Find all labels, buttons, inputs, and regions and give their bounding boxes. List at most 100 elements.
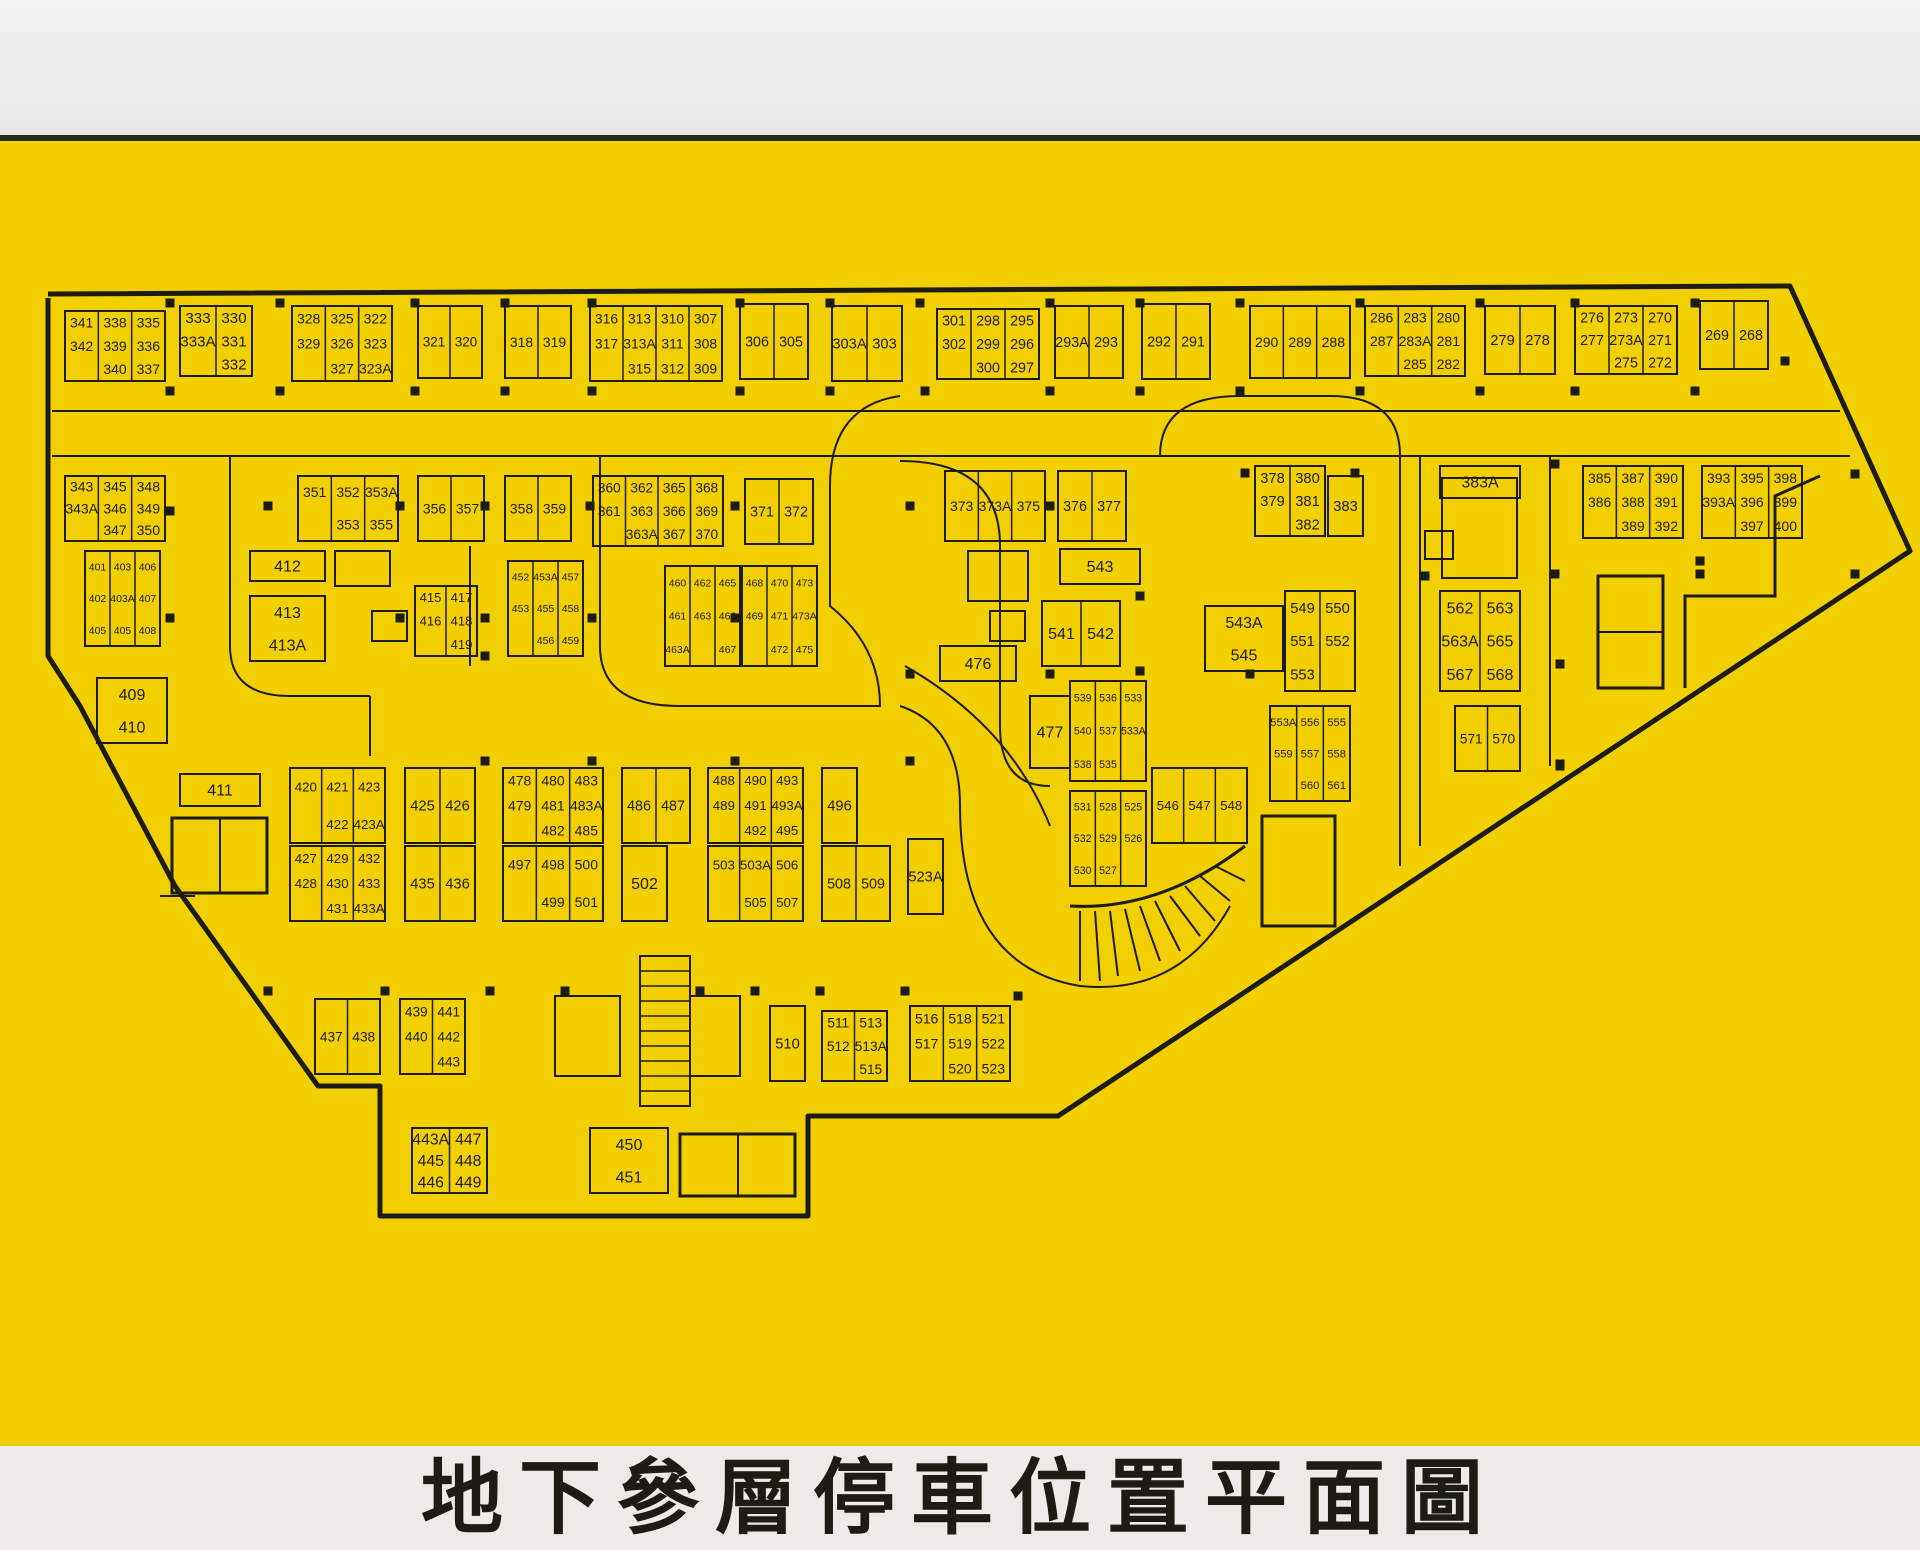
stall-number: 520 bbox=[948, 1060, 972, 1076]
stall-number: 491 bbox=[744, 798, 766, 813]
column-marker bbox=[480, 756, 490, 766]
stall-number: 471 bbox=[771, 611, 789, 623]
column-marker bbox=[560, 986, 570, 996]
column-marker bbox=[1695, 556, 1705, 566]
stall-number: 437 bbox=[320, 1029, 343, 1044]
stall-number: 297 bbox=[1010, 360, 1034, 376]
wall-background bbox=[0, 0, 1920, 150]
stall-number: 553A bbox=[1270, 717, 1297, 729]
stall-number: 392 bbox=[1655, 518, 1679, 534]
stall-number: 543 bbox=[1087, 559, 1114, 576]
stall-number: 505 bbox=[744, 895, 766, 910]
stall-block bbox=[84, 550, 161, 647]
stall-number: 451 bbox=[616, 1169, 643, 1186]
stall-block bbox=[1364, 305, 1466, 377]
stall-block bbox=[297, 475, 399, 542]
stall-number: 360 bbox=[598, 480, 621, 495]
stall-number: 350 bbox=[137, 522, 161, 538]
column-marker bbox=[1045, 501, 1055, 511]
stall-number: 387 bbox=[1621, 470, 1645, 486]
stall-number: 343 bbox=[70, 479, 94, 495]
stall-number: 492 bbox=[744, 823, 766, 838]
stall-number: 341 bbox=[70, 315, 94, 331]
column-marker bbox=[1355, 386, 1365, 396]
stall-number: 340 bbox=[103, 361, 127, 377]
stall-number: 525 bbox=[1124, 802, 1142, 814]
stall-number: 282 bbox=[1437, 356, 1461, 372]
stall-number: 303A bbox=[832, 337, 867, 353]
stall-block bbox=[96, 677, 168, 744]
column-marker bbox=[905, 756, 915, 766]
stall-number: 348 bbox=[137, 479, 161, 495]
stall-number: 478 bbox=[508, 772, 532, 788]
stall-number: 568 bbox=[1487, 667, 1514, 684]
stall-number: 417 bbox=[451, 590, 473, 605]
stall-number: 332 bbox=[221, 357, 246, 374]
stall-number: 385 bbox=[1588, 470, 1612, 486]
stall-number: 279 bbox=[1490, 333, 1515, 349]
stall-number: 517 bbox=[915, 1035, 939, 1051]
stall-number: 290 bbox=[1255, 334, 1279, 350]
stall-block bbox=[502, 767, 604, 844]
stall-number: 370 bbox=[695, 527, 718, 542]
building-outline bbox=[45, 283, 1913, 1219]
column-marker bbox=[750, 986, 760, 996]
stall-number: 551 bbox=[1290, 634, 1315, 650]
stall-number: 306 bbox=[745, 334, 769, 350]
stall-number: 503 bbox=[713, 857, 735, 872]
stall-number: 472 bbox=[771, 644, 789, 656]
stall-number: 563 bbox=[1487, 600, 1514, 617]
stall-number: 373 bbox=[950, 498, 974, 514]
stall-number: 277 bbox=[1580, 333, 1604, 349]
stall-number: 361 bbox=[598, 504, 621, 519]
stall-number: 382 bbox=[1295, 517, 1320, 533]
column-marker bbox=[730, 501, 740, 511]
stall-number: 483 bbox=[575, 772, 599, 788]
column-marker bbox=[1570, 386, 1580, 396]
stall-number: 548 bbox=[1220, 798, 1242, 813]
stall-number: 513A bbox=[855, 1039, 888, 1054]
column-marker bbox=[730, 613, 740, 623]
stall-number: 571 bbox=[1460, 731, 1483, 746]
stall-number: 391 bbox=[1655, 494, 1679, 510]
stall-number: 409 bbox=[119, 687, 146, 704]
column-marker bbox=[1475, 386, 1485, 396]
stall-number: 467 bbox=[719, 644, 737, 656]
stall-number: 539 bbox=[1074, 692, 1092, 704]
column-marker bbox=[485, 986, 495, 996]
stall-number: 502 bbox=[631, 876, 658, 893]
column-marker bbox=[500, 386, 510, 396]
stall-group: 510 bbox=[769, 1005, 806, 1082]
stall-number: 475 bbox=[796, 644, 814, 656]
stall-number: 442 bbox=[437, 1029, 460, 1044]
stall-number: 333 bbox=[185, 310, 210, 327]
stall-number: 293A bbox=[1055, 335, 1089, 351]
column-marker bbox=[1135, 666, 1145, 676]
stall-number: 533 bbox=[1124, 692, 1142, 704]
stall-number: 430 bbox=[326, 876, 348, 891]
stall-number: 313 bbox=[628, 310, 651, 326]
column-marker bbox=[1555, 659, 1565, 669]
stall-number: 447 bbox=[455, 1131, 481, 1148]
stall-block bbox=[1269, 705, 1351, 802]
stall-number: 550 bbox=[1325, 601, 1350, 617]
stall-number: 381 bbox=[1295, 494, 1320, 510]
stall-number: 318 bbox=[510, 334, 533, 350]
stall-block bbox=[291, 305, 393, 382]
stall-number: 537 bbox=[1099, 726, 1117, 738]
stall-number: 557 bbox=[1301, 748, 1320, 760]
stall-number: 299 bbox=[976, 337, 1000, 353]
column-marker bbox=[1240, 468, 1250, 478]
stall-number: 353 bbox=[336, 517, 360, 533]
stall-number: 309 bbox=[694, 360, 717, 376]
